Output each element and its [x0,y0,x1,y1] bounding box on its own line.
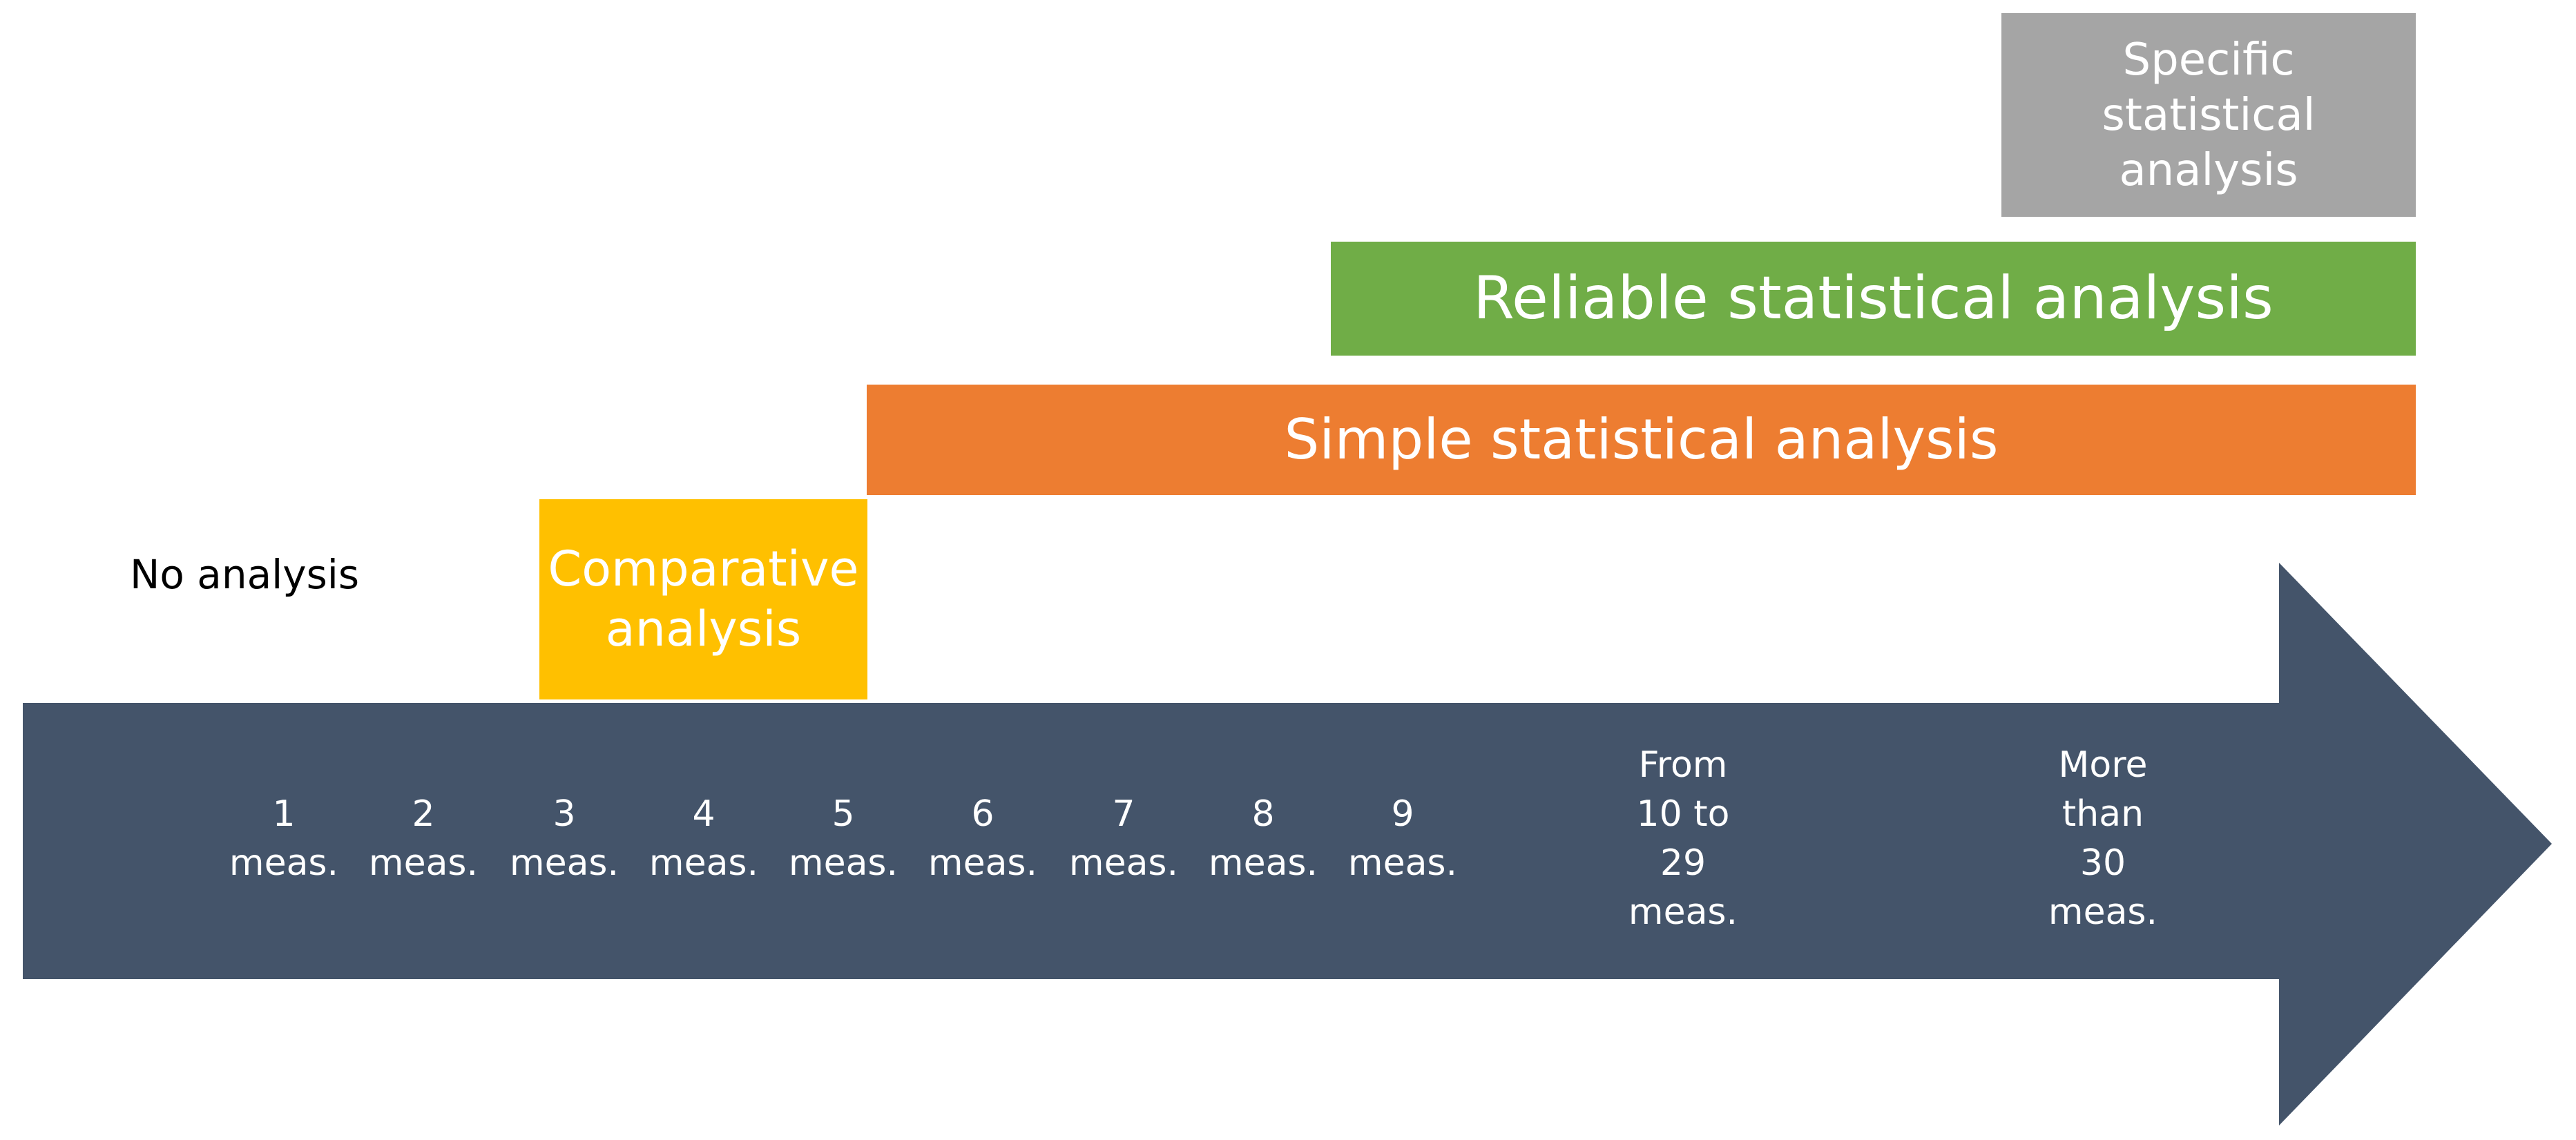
tick-7-meas: 7 meas. [1068,793,1179,884]
no-analysis-label: No analysis [130,551,360,598]
arrow-shape [23,563,2552,1125]
tick-9-meas: 9 meas. [1347,793,1458,884]
tick-5-meas: 5 meas. [788,793,898,884]
tick-6-meas: 6 meas. [927,793,1038,884]
tick-more-than-30-meas: More than 30 meas. [2048,744,2158,933]
tick-2-meas: 2 meas. [368,793,479,884]
tick-1-meas: 1 meas. [229,793,339,884]
tick-4-meas: 4 meas. [648,793,759,884]
tick-3-meas: 3 meas. [509,793,619,884]
tick-8-meas: 8 meas. [1208,793,1318,884]
simple-statistical-analysis-band: Simple statistical analysis [867,385,2416,495]
specific-statistical-analysis-band: Specific statistical analysis [2001,13,2416,217]
reliable-statistical-analysis-band: Reliable statistical analysis [1331,242,2416,356]
comparative-analysis-band: Comparative analysis [539,499,867,699]
tick-10-to-29-meas: From 10 to 29 meas. [1628,744,1738,933]
